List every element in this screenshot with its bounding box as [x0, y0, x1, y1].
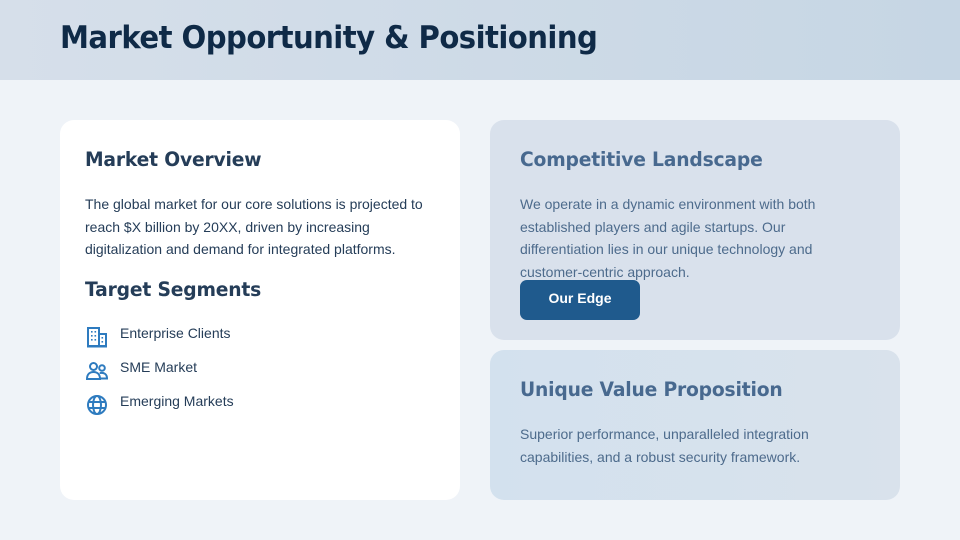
competitive-landscape-text: We operate in a dynamic environment with…: [520, 196, 816, 280]
unique-value-title: Unique Value Proposition: [520, 378, 783, 401]
page-title: Market Opportunity & Positioning: [60, 20, 598, 56]
target-segments-list: Enterprise Clients SME Market: [85, 323, 234, 425]
slide-header: Market Opportunity & Positioning: [0, 0, 960, 80]
unique-value-card: Unique Value Proposition Superior perfor…: [490, 350, 900, 500]
market-overview-title: Market Overview: [85, 148, 262, 171]
competitive-landscape-card: Competitive Landscape We operate in a dy…: [490, 120, 900, 340]
target-segments-title: Target Segments: [85, 278, 262, 301]
segment-label: SME Market: [120, 359, 198, 375]
segment-label: Enterprise Clients: [120, 325, 231, 341]
list-item: SME Market: [85, 357, 234, 391]
building-icon: [85, 325, 109, 349]
list-item: Enterprise Clients: [85, 323, 234, 357]
competitive-landscape-title: Competitive Landscape: [520, 148, 763, 171]
list-item: Emerging Markets: [85, 391, 234, 425]
market-overview-card: Market Overview The global market for ou…: [60, 120, 460, 500]
users-icon: [85, 359, 109, 383]
unique-value-text: Superior performance, unparalleled integ…: [520, 426, 809, 465]
our-edge-button[interactable]: Our Edge: [520, 280, 640, 320]
segment-label: Emerging Markets: [120, 393, 234, 409]
market-overview-text: The global market for our core solutions…: [85, 196, 423, 257]
globe-icon: [85, 393, 109, 417]
